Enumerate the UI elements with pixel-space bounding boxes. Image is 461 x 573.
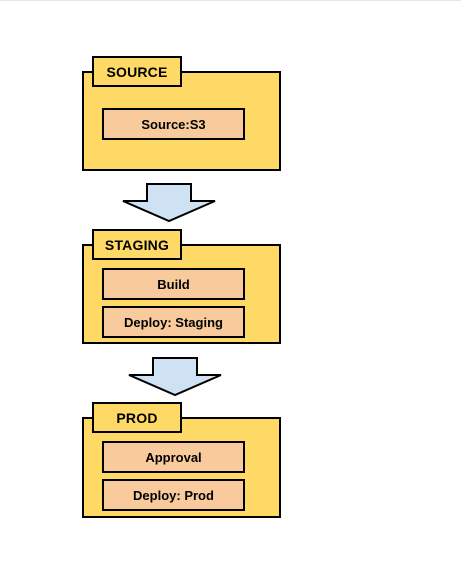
stage-staging-label: STAGING <box>92 229 182 260</box>
action-build: Build <box>102 268 245 300</box>
action-deploy-staging: Deploy: Staging <box>102 306 245 338</box>
action-deploy-prod: Deploy: Prod <box>102 479 245 511</box>
flow-arrow-icon <box>128 357 222 397</box>
action-source-s3: Source:S3 <box>102 108 245 140</box>
action-approval: Approval <box>102 441 245 473</box>
top-divider <box>0 0 461 1</box>
stage-source-label: SOURCE <box>92 56 182 87</box>
stage-prod-label: PROD <box>92 402 182 433</box>
flow-arrow-icon <box>122 183 216 223</box>
